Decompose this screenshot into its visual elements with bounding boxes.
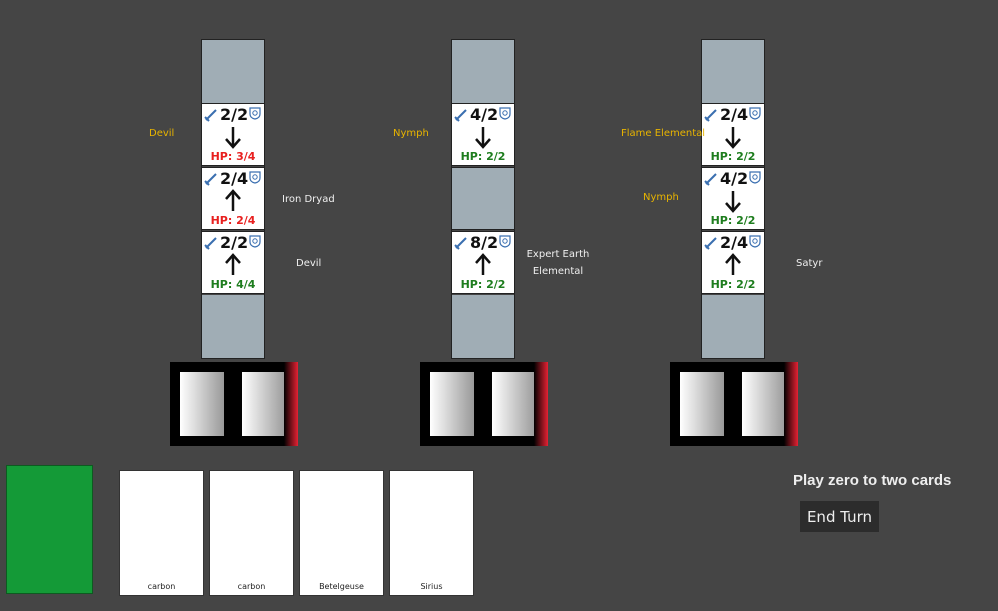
card-pile	[492, 372, 536, 436]
sword-icon	[704, 237, 717, 250]
shield-icon	[249, 171, 261, 184]
ally-creature-label: Satyr	[796, 258, 823, 269]
card-pile	[742, 372, 786, 436]
ally-creature-label: Expert Earth	[526, 249, 590, 260]
lane-3-creature-card-2[interactable]: 4/2 HP: 2/2	[702, 167, 764, 230]
hp-value: HP: 2/2	[710, 214, 756, 227]
lane-1-creature-card-2[interactable]: 2/4 HP: 2/4	[202, 167, 264, 230]
lane-3-slot-1[interactable]	[702, 40, 764, 103]
hp-value: HP: 4/4	[210, 278, 256, 291]
ally-creature-label: Iron Dryad	[282, 194, 335, 205]
shield-icon	[749, 235, 761, 248]
lane-2-slot-5[interactable]	[452, 295, 514, 358]
hand-card[interactable]: carbon	[209, 470, 294, 596]
card-pile	[680, 372, 724, 436]
lane-2-slot-1[interactable]	[452, 40, 514, 103]
shield-icon	[749, 171, 761, 184]
lane-3-slot-5[interactable]	[702, 295, 764, 358]
attack-value: 4/2	[720, 169, 749, 188]
lane-2-deck[interactable]	[420, 362, 548, 446]
arrow-down-icon	[725, 191, 741, 213]
end-turn-button[interactable]: End Turn	[800, 501, 879, 532]
deck-edge	[534, 362, 548, 446]
player-deck[interactable]	[6, 465, 93, 594]
sword-icon	[204, 237, 217, 250]
sword-icon	[204, 173, 217, 186]
arrow-up-icon	[225, 253, 241, 275]
hand-card-label: Sirius	[420, 582, 443, 591]
lane-1-deck[interactable]	[170, 362, 298, 446]
lane-1-creature-card-3[interactable]: 2/2 HP: 4/4	[202, 231, 264, 294]
card-pile	[242, 372, 286, 436]
sword-icon	[704, 173, 717, 186]
hand-card[interactable]: Sirius	[389, 470, 474, 596]
lane-3-creature-card-3[interactable]: 2/4 HP: 2/2	[702, 231, 764, 294]
deck-edge	[284, 362, 298, 446]
lane-2-creature-card-2[interactable]: 8/2 HP: 2/2	[452, 231, 514, 294]
sword-icon	[204, 109, 217, 122]
arrow-up-icon	[225, 189, 241, 211]
ally-creature-label: Elemental	[532, 266, 584, 277]
enemy-creature-label: Flame Elemental	[621, 128, 706, 139]
shield-icon	[249, 107, 261, 120]
lane-1-slot-1[interactable]	[202, 40, 264, 103]
card-pile	[430, 372, 474, 436]
sword-icon	[704, 109, 717, 122]
hp-value: HP: 3/4	[210, 150, 256, 163]
ally-creature-label: Devil	[296, 258, 322, 269]
arrow-down-icon	[475, 127, 491, 149]
attack-value: 2/2	[220, 233, 249, 252]
sword-icon	[454, 237, 467, 250]
lane-3-deck[interactable]	[670, 362, 798, 446]
attack-value: 2/2	[220, 105, 249, 124]
arrow-up-icon	[475, 253, 491, 275]
lane-1-creature-card-1[interactable]: 2/2 HP: 3/4	[202, 103, 264, 166]
lane-2: 4/2 HP: 2/2 8/2 HP: 2/2	[451, 39, 515, 359]
hp-value: HP: 2/2	[710, 278, 756, 291]
shield-icon	[499, 235, 511, 248]
hand-card-label: carbon	[147, 582, 176, 591]
arrow-down-icon	[725, 127, 741, 149]
hp-value: HP: 2/2	[460, 278, 506, 291]
hand-card[interactable]: Betelgeuse	[299, 470, 384, 596]
lane-3: 2/4 HP: 2/2 4/2 HP: 2/2 2/4 HP: 2/2	[701, 39, 765, 359]
attack-value: 4/2	[470, 105, 499, 124]
turn-instruction: Play zero to two cards	[793, 472, 952, 489]
attack-value: 2/4	[720, 105, 749, 124]
shield-icon	[749, 107, 761, 120]
attack-value: 2/4	[720, 233, 749, 252]
enemy-creature-label: Nymph	[393, 128, 429, 139]
arrow-up-icon	[725, 253, 741, 275]
hp-value: HP: 2/2	[460, 150, 506, 163]
enemy-creature-label: Nymph	[643, 192, 679, 203]
attack-value: 8/2	[470, 233, 499, 252]
lane-2-slot-3[interactable]	[452, 167, 514, 230]
lane-2-creature-card-1[interactable]: 4/2 HP: 2/2	[452, 103, 514, 166]
shield-icon	[249, 235, 261, 248]
lane-1-slot-5[interactable]	[202, 295, 264, 358]
hand-card-label: carbon	[237, 582, 266, 591]
hand-card[interactable]: carbon	[119, 470, 204, 596]
hp-value: HP: 2/2	[710, 150, 756, 163]
arrow-down-icon	[225, 127, 241, 149]
hp-value: HP: 2/4	[210, 214, 256, 227]
card-pile	[180, 372, 224, 436]
deck-edge	[784, 362, 798, 446]
enemy-creature-label: Devil	[149, 128, 175, 139]
shield-icon	[499, 107, 511, 120]
lane-1: 2/2 HP: 3/4 2/4 HP: 2/4 2/2 HP: 4/4	[201, 39, 265, 359]
sword-icon	[454, 109, 467, 122]
hand-card-label: Betelgeuse	[319, 582, 364, 591]
attack-value: 2/4	[220, 169, 249, 188]
lane-3-creature-card-1[interactable]: 2/4 HP: 2/2	[702, 103, 764, 166]
